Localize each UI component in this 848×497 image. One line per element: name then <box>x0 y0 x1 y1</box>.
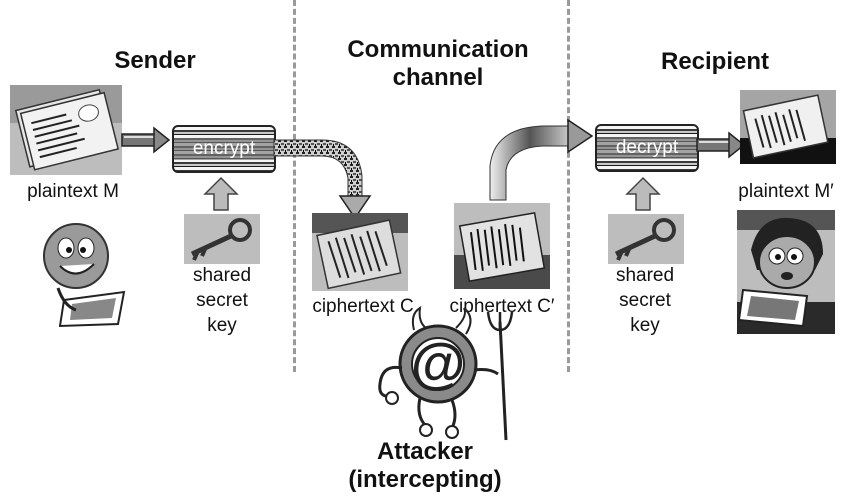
channel-heading-line2: channel <box>392 64 484 91</box>
smiling-person-laptop-icon <box>43 223 126 328</box>
channel-right-divider <box>567 0 570 372</box>
plaintext-sender-label: plaintext M <box>27 181 119 202</box>
scrambled-document-icon <box>454 203 550 289</box>
devil-at-sign-icon: @ <box>378 306 514 441</box>
key-sender-line1: shared <box>192 265 252 286</box>
arrow-up-icon <box>203 176 239 211</box>
encrypt-box: encrypt <box>172 125 276 173</box>
key-icon <box>184 214 260 264</box>
surprised-person-laptop-icon <box>737 210 835 334</box>
document-icon <box>740 90 836 164</box>
arrow-up-icon <box>625 176 661 211</box>
decrypt-label: decrypt <box>597 137 697 159</box>
plaintext-recipient-label: plaintext M′ <box>738 181 834 202</box>
scrambled-arrow-icon <box>273 139 372 220</box>
attacker-heading-line1: Attacker <box>376 438 474 465</box>
key-sender-line3: key <box>207 315 237 336</box>
channel-left-divider <box>293 0 296 372</box>
document-icon <box>10 85 122 175</box>
key-recipient-line3: key <box>630 315 660 336</box>
channel-heading-line1: Communication <box>347 36 529 63</box>
decrypt-box: decrypt <box>595 124 699 172</box>
scrambled-document-icon <box>312 213 408 291</box>
sender-heading: Sender <box>114 47 196 74</box>
encrypt-label: encrypt <box>174 138 274 160</box>
ciphertext-label: ciphertext C <box>312 296 414 317</box>
key-sender-line2: secret <box>196 290 248 311</box>
svg-text:@: @ <box>411 331 466 394</box>
key-recipient-line2: secret <box>619 290 671 311</box>
curved-arrow-icon <box>489 118 594 201</box>
recipient-heading: Recipient <box>660 48 770 75</box>
ciphertext-modified-label: ciphertext C′ <box>449 296 555 317</box>
attacker-heading-line2: (intercepting) <box>348 466 502 493</box>
key-recipient-line1: shared <box>615 265 675 286</box>
key-icon <box>608 214 684 264</box>
arrow-right-icon <box>696 131 746 159</box>
arrow-right-icon <box>121 126 171 154</box>
